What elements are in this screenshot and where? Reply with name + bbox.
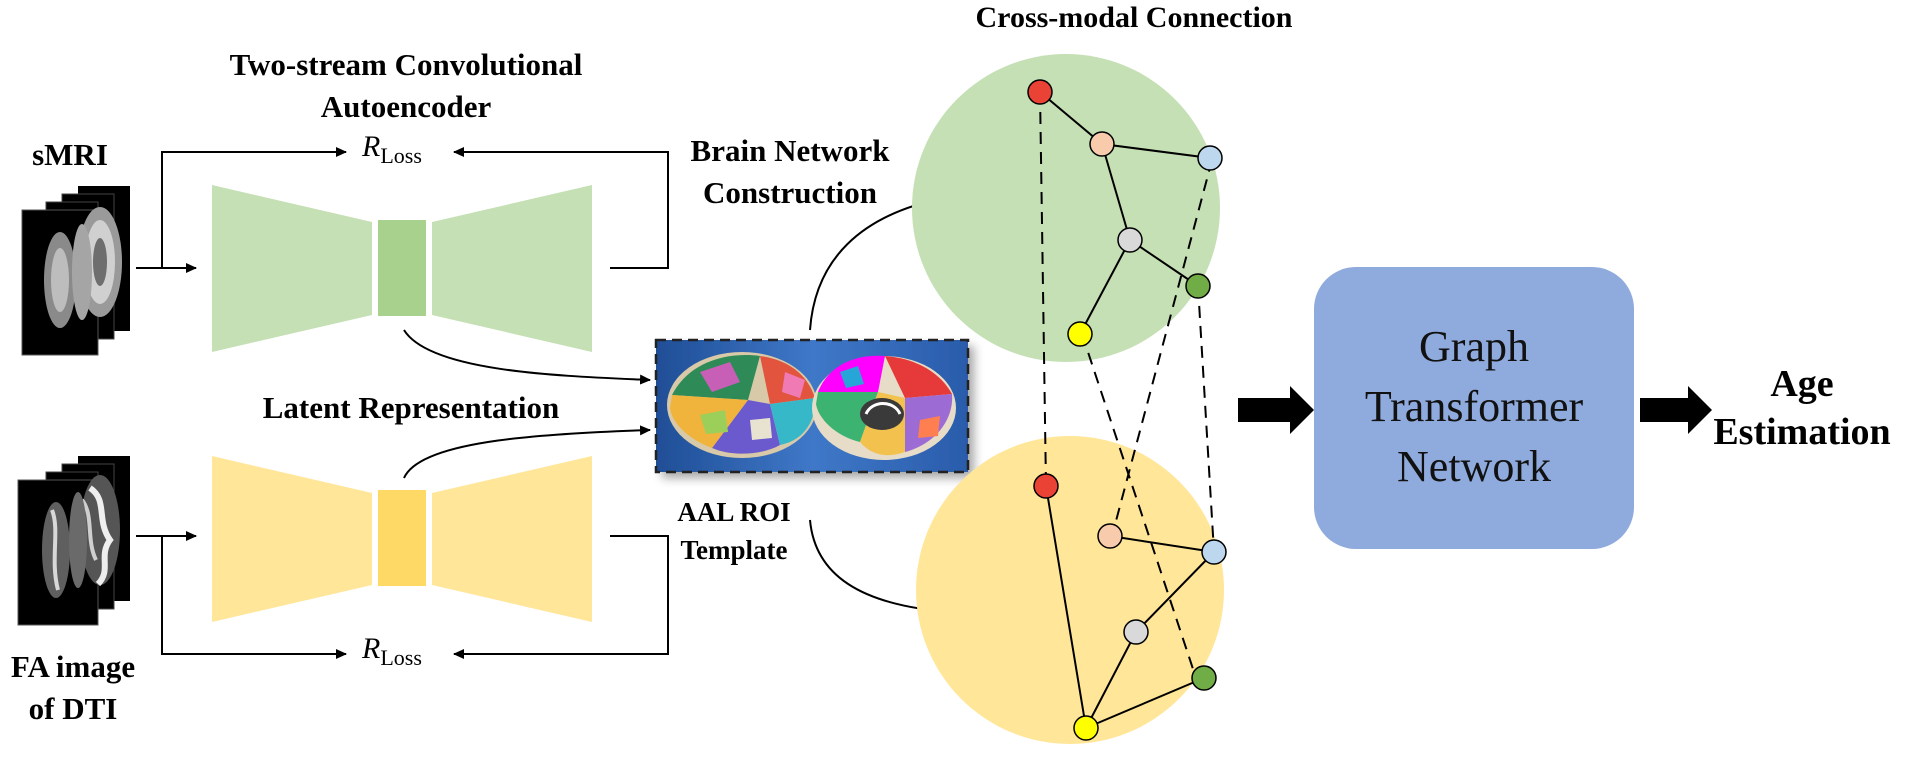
yellow-stream-arrows (136, 425, 669, 659)
aal-label-line1: AAL ROI (677, 497, 791, 527)
cross-modal-title: Cross-modal Connection (975, 1, 1293, 34)
gtn-label-line3: Network (1397, 442, 1551, 491)
cross-modal-edges (1039, 91, 1215, 679)
fa-graph-circle (916, 436, 1224, 744)
node-yellow (1073, 715, 1099, 741)
green-stream-arrows (136, 147, 669, 385)
fa-image-stack (17, 456, 130, 626)
brain-medial-icon (812, 355, 956, 460)
yellow-autoencoder (212, 456, 592, 622)
smri-graph-nodes (1027, 79, 1223, 347)
node-green (1185, 273, 1211, 299)
yellow-encoder (212, 456, 372, 622)
block-arrow-to-gtn (1238, 386, 1314, 434)
green-autoencoder (212, 185, 592, 352)
node-red (1027, 79, 1053, 105)
brain-network-label-line2: Construction (703, 175, 877, 210)
smri-image-stack (21, 186, 130, 356)
brain-lateral-icon (667, 352, 817, 458)
fa-graph-edges (1045, 485, 1215, 729)
block-arrow-to-age (1640, 386, 1712, 434)
node-lightblue (1197, 145, 1223, 171)
aal-template-image (654, 338, 970, 474)
fa-graph-nodes (1033, 473, 1227, 741)
gtn-label-line1: Graph (1419, 322, 1529, 371)
node-green (1191, 665, 1217, 691)
node-gray (1123, 619, 1149, 645)
autoencoder-title-line1: Two-stream Convolutional (229, 47, 583, 82)
green-decoder (432, 185, 592, 352)
node-peach (1089, 131, 1115, 157)
yellow-decoder (432, 456, 592, 622)
smri-graph-edges (1039, 91, 1211, 335)
autoencoder-title-line2: Autoencoder (320, 89, 492, 124)
loss-label-top: RLoss (362, 130, 422, 168)
brain-network-label-line1: Brain Network (690, 133, 890, 168)
fa-label-line1: FA image (10, 649, 136, 684)
green-latent (378, 220, 426, 316)
latent-label: Latent Representation (262, 390, 560, 425)
loss-label-bottom: RLoss (362, 632, 422, 670)
node-yellow (1067, 321, 1093, 347)
green-encoder (212, 185, 372, 352)
smri-graph-circle (912, 54, 1220, 362)
node-lightblue (1201, 539, 1227, 565)
node-gray (1117, 227, 1143, 253)
fa-label-line2: of DTI (28, 691, 118, 726)
gtn-label-line2: Transformer (1364, 382, 1584, 431)
gtn-box (1314, 267, 1634, 549)
node-red (1033, 473, 1059, 499)
aal-label-line2: Template (680, 535, 788, 565)
smri-label: sMRI (32, 137, 108, 172)
age-label-line2: Estimation (1713, 411, 1891, 453)
node-peach (1097, 523, 1123, 549)
yellow-latent (378, 490, 426, 586)
age-label-line1: Age (1770, 363, 1834, 405)
